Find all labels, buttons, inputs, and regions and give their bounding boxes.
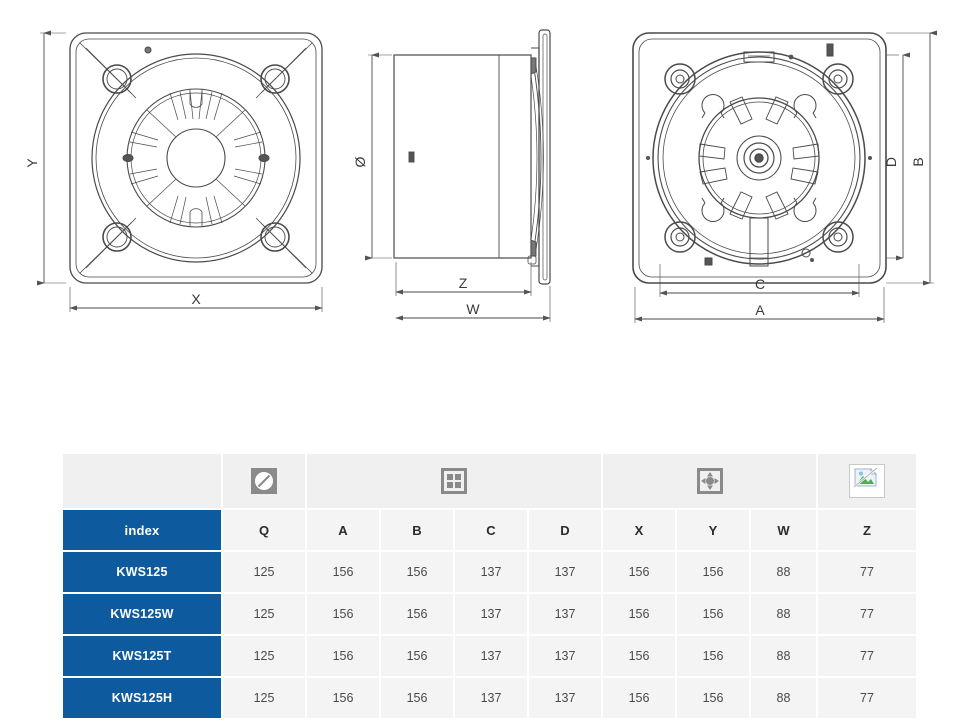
cell-y: 156 — [677, 678, 749, 718]
column-letter-row: index Q A B C D X Y W Z — [63, 510, 916, 550]
dim-label-diameter: Ø — [352, 156, 368, 167]
dim-label-a: A — [755, 302, 765, 318]
cell-q: 125 — [223, 636, 305, 676]
cell-z: 77 — [818, 594, 916, 634]
grid-square-icon — [440, 467, 468, 495]
cell-d: 137 — [529, 594, 601, 634]
cell-x: 156 — [603, 594, 675, 634]
front-view-drawing — [36, 30, 323, 312]
diameter-icon — [250, 467, 278, 495]
column-header-w: W — [751, 510, 816, 550]
table-row: KWS125H 125 156 156 137 137 156 156 88 7… — [63, 678, 916, 718]
column-header-c: C — [455, 510, 527, 550]
cell-b: 156 — [381, 636, 453, 676]
cell-x: 156 — [603, 636, 675, 676]
technical-drawings: Y X Ø Z W B D C A — [24, 29, 938, 323]
resize-arrows-icon — [696, 467, 724, 495]
cell-b: 156 — [381, 552, 453, 592]
cell-z: 77 — [818, 636, 916, 676]
dim-label-b: B — [910, 157, 926, 166]
cell-z: 77 — [818, 678, 916, 718]
column-header-x: X — [603, 510, 675, 550]
cell-q: 125 — [223, 552, 305, 592]
table-row: KWS125W 125 156 156 137 137 156 156 88 7… — [63, 594, 916, 634]
column-header-y: Y — [677, 510, 749, 550]
column-header-z: Z — [818, 510, 916, 550]
icon-header-z — [818, 454, 916, 508]
cell-a: 156 — [307, 678, 379, 718]
dim-label-d: D — [883, 157, 899, 167]
column-header-index: index — [63, 510, 221, 550]
cell-c: 137 — [455, 636, 527, 676]
row-index-label: KWS125 — [63, 552, 221, 592]
icon-header-row — [63, 454, 916, 508]
column-header-a: A — [307, 510, 379, 550]
table-row: KWS125T 125 156 156 137 137 156 156 88 7… — [63, 636, 916, 676]
column-header-d: D — [529, 510, 601, 550]
cell-y: 156 — [677, 594, 749, 634]
icon-header-index-blank — [63, 454, 221, 508]
cell-d: 137 — [529, 636, 601, 676]
cell-x: 156 — [603, 678, 675, 718]
column-header-q: Q — [223, 510, 305, 550]
cell-d: 137 — [529, 552, 601, 592]
cell-b: 156 — [381, 594, 453, 634]
cell-w: 88 — [751, 678, 816, 718]
icon-header-q — [223, 454, 305, 508]
dim-label-z: Z — [459, 275, 468, 291]
cell-w: 88 — [751, 594, 816, 634]
cell-z: 77 — [818, 552, 916, 592]
row-index-label: KWS125T — [63, 636, 221, 676]
cell-y: 156 — [677, 636, 749, 676]
cell-c: 137 — [455, 552, 527, 592]
side-view-drawing — [364, 29, 551, 322]
dim-label-x: X — [191, 291, 201, 307]
spec-table-container: index Q A B C D X Y W Z KWS125 125 156 1… — [61, 452, 916, 720]
cell-x: 156 — [603, 552, 675, 592]
cell-a: 156 — [307, 594, 379, 634]
spec-table: index Q A B C D X Y W Z KWS125 125 156 1… — [61, 452, 918, 720]
cell-a: 156 — [307, 636, 379, 676]
row-index-label: KWS125H — [63, 678, 221, 718]
cell-w: 88 — [751, 636, 816, 676]
cell-q: 125 — [223, 594, 305, 634]
cell-c: 137 — [455, 594, 527, 634]
cell-q: 125 — [223, 678, 305, 718]
dim-label-c: C — [755, 276, 765, 292]
rear-view-drawing — [632, 30, 938, 323]
icon-header-abcd — [307, 454, 601, 508]
dim-label-w: W — [466, 301, 480, 317]
icon-header-xyw — [603, 454, 816, 508]
cell-c: 137 — [455, 678, 527, 718]
column-header-b: B — [381, 510, 453, 550]
drawings-svg: Y X Ø Z W B D C A — [24, 29, 938, 323]
table-row: KWS125 125 156 156 137 137 156 156 88 77 — [63, 552, 916, 592]
cell-b: 156 — [381, 678, 453, 718]
row-index-label: KWS125W — [63, 594, 221, 634]
cell-a: 156 — [307, 552, 379, 592]
cell-d: 137 — [529, 678, 601, 718]
dim-label-y: Y — [24, 158, 40, 168]
cell-w: 88 — [751, 552, 816, 592]
cell-y: 156 — [677, 552, 749, 592]
broken-image-icon — [849, 464, 885, 498]
